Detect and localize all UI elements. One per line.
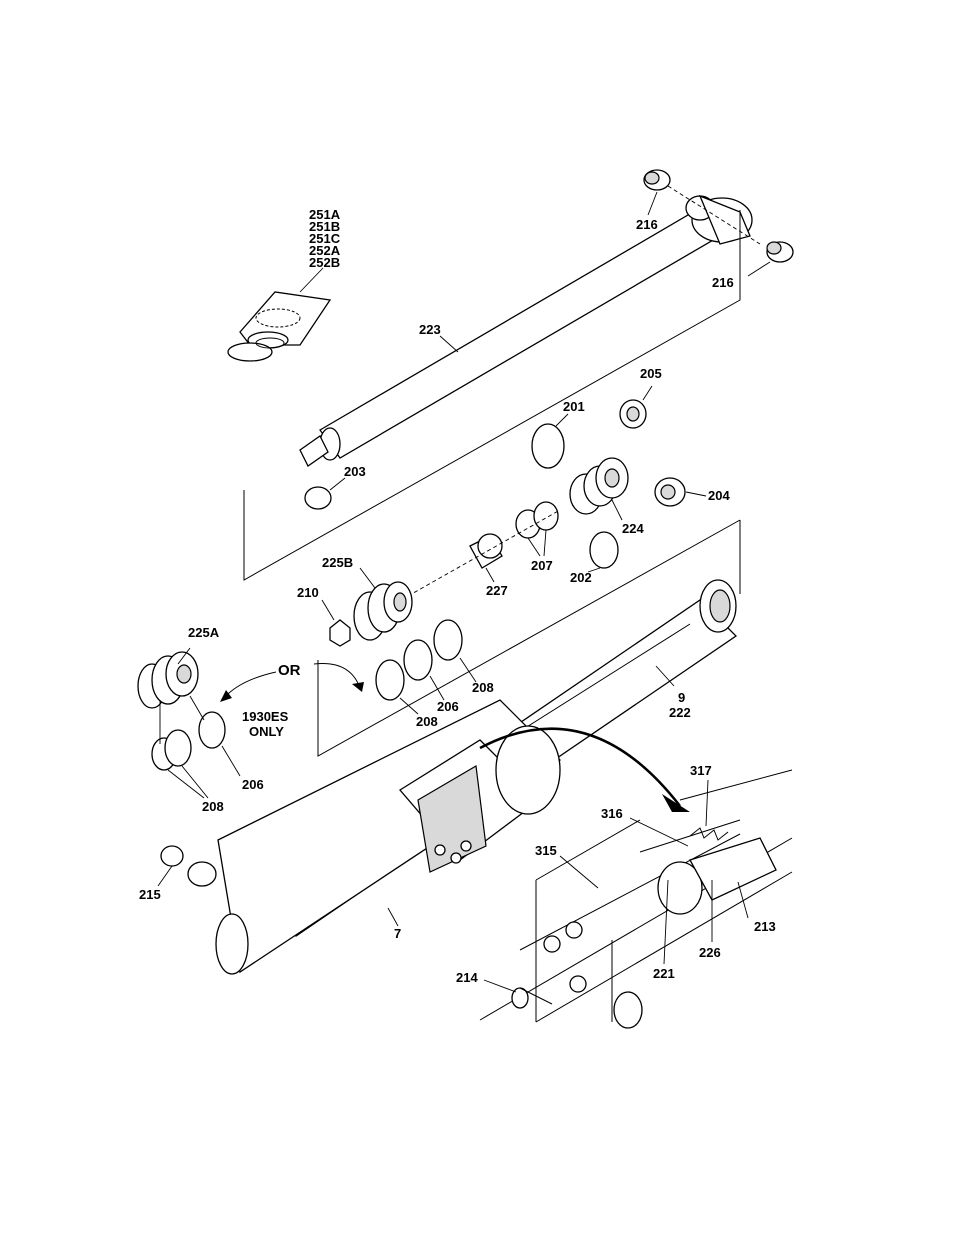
- leader-7: [388, 908, 398, 926]
- callout-226: 226: [699, 945, 721, 960]
- o-ring-201: [532, 424, 564, 468]
- callout-210: 210: [297, 585, 319, 600]
- leader-204: [686, 492, 706, 496]
- callout-216a: 216: [636, 217, 658, 232]
- callout-203: 203: [344, 464, 366, 479]
- wear-ring-204-bore: [661, 485, 675, 499]
- rod-bushing-top: [644, 170, 670, 190]
- note-1930es: 1930ES: [242, 709, 289, 724]
- leader-208c-a: [168, 770, 204, 798]
- lift-cylinder: [216, 700, 560, 974]
- o-ring-202: [590, 532, 618, 568]
- or-arrowhead-right: [352, 682, 364, 692]
- leader-205: [643, 386, 652, 400]
- callout-204: 204: [708, 488, 730, 503]
- ring-208-upper: [434, 620, 462, 660]
- callout-208b: 208: [416, 714, 438, 729]
- leader-216b: [748, 262, 770, 276]
- leader-316: [630, 818, 688, 846]
- callout-315: 315: [535, 843, 557, 858]
- leader-317: [706, 780, 708, 826]
- nut-210: [330, 620, 350, 646]
- ring-208-alt: [152, 730, 191, 770]
- callout-213: 213: [754, 919, 776, 934]
- leader-207b: [544, 530, 546, 556]
- leader-214: [484, 980, 516, 992]
- callout-215: 215: [139, 887, 161, 902]
- callout-214: 214: [456, 970, 478, 985]
- head-225b: [354, 582, 412, 640]
- leader-315: [560, 856, 598, 888]
- callout-7: 7: [394, 926, 401, 941]
- leader-213: [738, 882, 748, 918]
- leader-207a: [528, 538, 540, 556]
- callout-208a: 208: [472, 680, 494, 695]
- nut-205-bore: [627, 407, 639, 421]
- callout-202: 202: [570, 570, 592, 585]
- head-225a: [138, 652, 198, 708]
- or-arrow-left: [224, 672, 276, 698]
- leader-216a: [648, 192, 657, 215]
- piston-axis: [408, 510, 560, 596]
- fitting-214: [512, 988, 552, 1008]
- leader-215: [158, 866, 172, 886]
- callout-208c: 208: [202, 799, 224, 814]
- callout-227: 227: [486, 583, 508, 598]
- ring-206: [404, 640, 432, 680]
- seal-207: [516, 502, 558, 538]
- note-only: ONLY: [249, 724, 284, 739]
- callout-222: 222: [669, 705, 691, 720]
- ring-208-lower: [376, 660, 404, 700]
- leader-223: [440, 336, 458, 352]
- callout-207: 207: [531, 558, 553, 573]
- callout-225b: 225B: [322, 555, 353, 570]
- alt-axis-b: [190, 696, 204, 720]
- piston-224: [570, 458, 628, 514]
- callout-206b: 206: [242, 777, 264, 792]
- callout-221: 221: [653, 966, 675, 981]
- leader-208b: [400, 698, 418, 714]
- rod-bushing-right: [767, 242, 793, 262]
- leader-seal-kit: [300, 268, 323, 292]
- detail-arrowhead: [662, 794, 690, 812]
- spacer-227: [470, 534, 502, 568]
- seal-kit-bag: [228, 292, 330, 361]
- callout-9: 9: [678, 690, 685, 705]
- leader-206b: [222, 746, 240, 776]
- leader-208c-b: [182, 766, 208, 798]
- callout-201: 201: [563, 399, 585, 414]
- leader-203: [330, 478, 345, 490]
- callout-206a: 206: [437, 699, 459, 714]
- valve-spring-317: [640, 820, 740, 852]
- leader-206a: [430, 676, 444, 700]
- o-ring-203: [305, 487, 331, 509]
- callout-317: 317: [690, 763, 712, 778]
- callout-316: 316: [601, 806, 623, 821]
- callout-225a: 225A: [188, 625, 220, 640]
- callout-223: 223: [419, 322, 441, 337]
- leader-227: [486, 568, 494, 582]
- bushing-215: [161, 846, 216, 886]
- leader-210: [322, 600, 334, 620]
- callout-216b: 216: [712, 275, 734, 290]
- leader-225b: [360, 568, 375, 588]
- leader-201: [556, 414, 568, 426]
- callout-252b: 252B: [309, 255, 340, 270]
- or-label: OR: [278, 662, 301, 679]
- leader-208a: [460, 658, 476, 682]
- leader-224: [612, 500, 622, 520]
- callout-205: 205: [640, 366, 662, 381]
- callout-224: 224: [622, 521, 644, 536]
